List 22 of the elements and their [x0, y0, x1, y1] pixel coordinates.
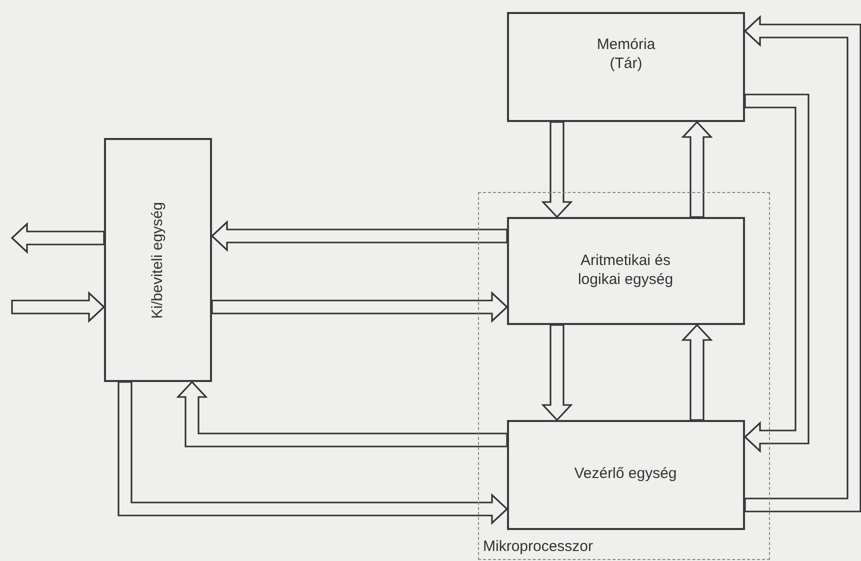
unit-label: Aritmetikai és logikai egység: [576, 252, 674, 290]
arrow: [744, 15, 861, 512]
arrow: [681, 120, 713, 218]
arrow: [681, 324, 713, 421]
unit-box: [506, 216, 744, 324]
arrow: [10, 222, 105, 254]
arrow: [541, 121, 573, 218]
unit-box: [507, 12, 745, 122]
group-frame: [478, 192, 770, 560]
unit-label: Ki/beviteli egység: [148, 202, 167, 318]
unit-box: [506, 420, 744, 530]
unit-box: [104, 138, 212, 382]
unit-label: Memória (Tár): [596, 36, 656, 74]
arrow: [210, 220, 508, 252]
arrow: [541, 324, 573, 422]
unit-label: Vezérlő egység: [573, 465, 678, 484]
arrow: [118, 381, 508, 525]
arrow: [11, 291, 106, 323]
arrow: [176, 380, 508, 448]
arrow: [744, 94, 810, 453]
group-label: Mikroprocesszor: [483, 538, 594, 557]
arrow: [211, 291, 508, 323]
